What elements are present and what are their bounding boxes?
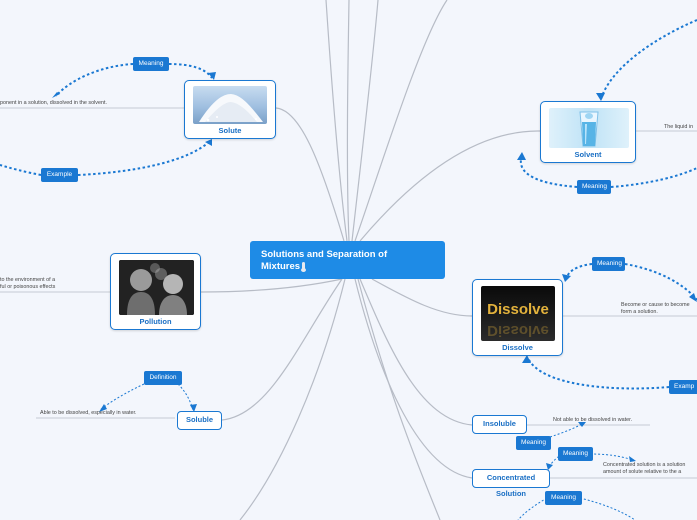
arrow-head bbox=[205, 139, 212, 146]
tag-dissolve-example[interactable]: Examp bbox=[669, 380, 697, 394]
tag-solute-meaning[interactable]: Meaning bbox=[133, 57, 169, 71]
arrow-head bbox=[52, 92, 60, 98]
note-insoluble: Not able to be dissolved in water. bbox=[553, 417, 633, 423]
arrow-head bbox=[578, 422, 586, 427]
note-pollution-1: to the environment of a bbox=[0, 277, 56, 283]
note-solute: ponent in a solution, dissolved in the s… bbox=[0, 100, 107, 106]
note-solvent: The liquid in bbox=[664, 124, 694, 130]
water-glass-image bbox=[549, 108, 629, 148]
node-concentrated-solution[interactable]: Concentrated Solution bbox=[472, 469, 550, 498]
arrow-head bbox=[190, 404, 197, 412]
node-solvent[interactable]: Solvent bbox=[540, 101, 636, 163]
node-soluble-label: Soluble bbox=[185, 415, 214, 424]
arrow-head bbox=[522, 355, 531, 363]
tag-dissolve-meaning[interactable]: Meaning bbox=[592, 257, 625, 271]
arrow-head bbox=[546, 463, 553, 470]
central-topic-line1: Solutions and Separation of bbox=[261, 249, 388, 260]
note-dissolve-1: Become or cause to become bbox=[621, 302, 690, 308]
central-topic-line2: Mixtures bbox=[261, 261, 301, 272]
salt-image bbox=[193, 86, 267, 124]
node-solvent-label: Solvent bbox=[574, 150, 602, 159]
tag-soluble-definition[interactable]: Definition bbox=[144, 371, 182, 385]
arrow-head bbox=[99, 404, 107, 412]
water-glass-icon bbox=[579, 111, 599, 147]
arrow-head bbox=[629, 456, 636, 462]
note-pollution-2: ful or poisonous effects bbox=[0, 284, 56, 290]
node-dissolve[interactable]: Dissolve Dissolve Dissolve bbox=[472, 279, 563, 356]
dissolve-word-image: Dissolve Dissolve bbox=[487, 301, 549, 339]
node-dissolve-label: Dissolve bbox=[502, 343, 533, 352]
arrow-head bbox=[208, 72, 216, 80]
arrow-head bbox=[596, 93, 605, 101]
svg-text:Dissolve: Dissolve bbox=[487, 301, 549, 318]
tag-solvent-meaning[interactable]: Meaning bbox=[577, 180, 611, 194]
node-soluble[interactable]: Soluble bbox=[177, 411, 222, 430]
node-pollution-label: Pollution bbox=[139, 317, 172, 326]
arrow-head bbox=[562, 274, 571, 282]
dissolve-image: Dissolve Dissolve bbox=[481, 286, 555, 341]
note-dissolve-2: form a solution. bbox=[621, 309, 658, 315]
node-pollution[interactable]: Pollution bbox=[110, 253, 201, 330]
note-concentrated-2: amount of solute relative to the a bbox=[603, 469, 682, 475]
tag-solute-example[interactable]: Example bbox=[41, 168, 78, 182]
node-insoluble-label: Insoluble bbox=[483, 419, 516, 428]
svg-text:Dissolve: Dissolve bbox=[487, 322, 549, 339]
note-concentrated-1: Concentrated solution is a solution bbox=[603, 462, 686, 468]
tag-bottom-meaning[interactable]: Meaning bbox=[545, 491, 582, 505]
node-concentrated-label: Concentrated Solution bbox=[486, 473, 536, 498]
arrow-head bbox=[689, 293, 697, 302]
pollution-image bbox=[119, 260, 194, 315]
salt-pile-icon bbox=[199, 94, 263, 122]
tag-concentrated-meaning[interactable]: Meaning bbox=[558, 447, 593, 461]
node-solute[interactable]: Solute bbox=[184, 80, 276, 139]
tag-insoluble-meaning[interactable]: Meaning bbox=[516, 436, 551, 450]
node-solute-label: Solute bbox=[218, 126, 242, 135]
arrow-head bbox=[517, 152, 526, 160]
note-soluble: Able to be dissolved, especially in wate… bbox=[40, 410, 137, 416]
central-topic[interactable]: Solutions and Separation of Mixtures bbox=[250, 241, 445, 279]
thermometer-icon bbox=[301, 262, 307, 272]
people-smoke-icon bbox=[119, 260, 194, 315]
node-insoluble[interactable]: Insoluble bbox=[472, 415, 527, 434]
